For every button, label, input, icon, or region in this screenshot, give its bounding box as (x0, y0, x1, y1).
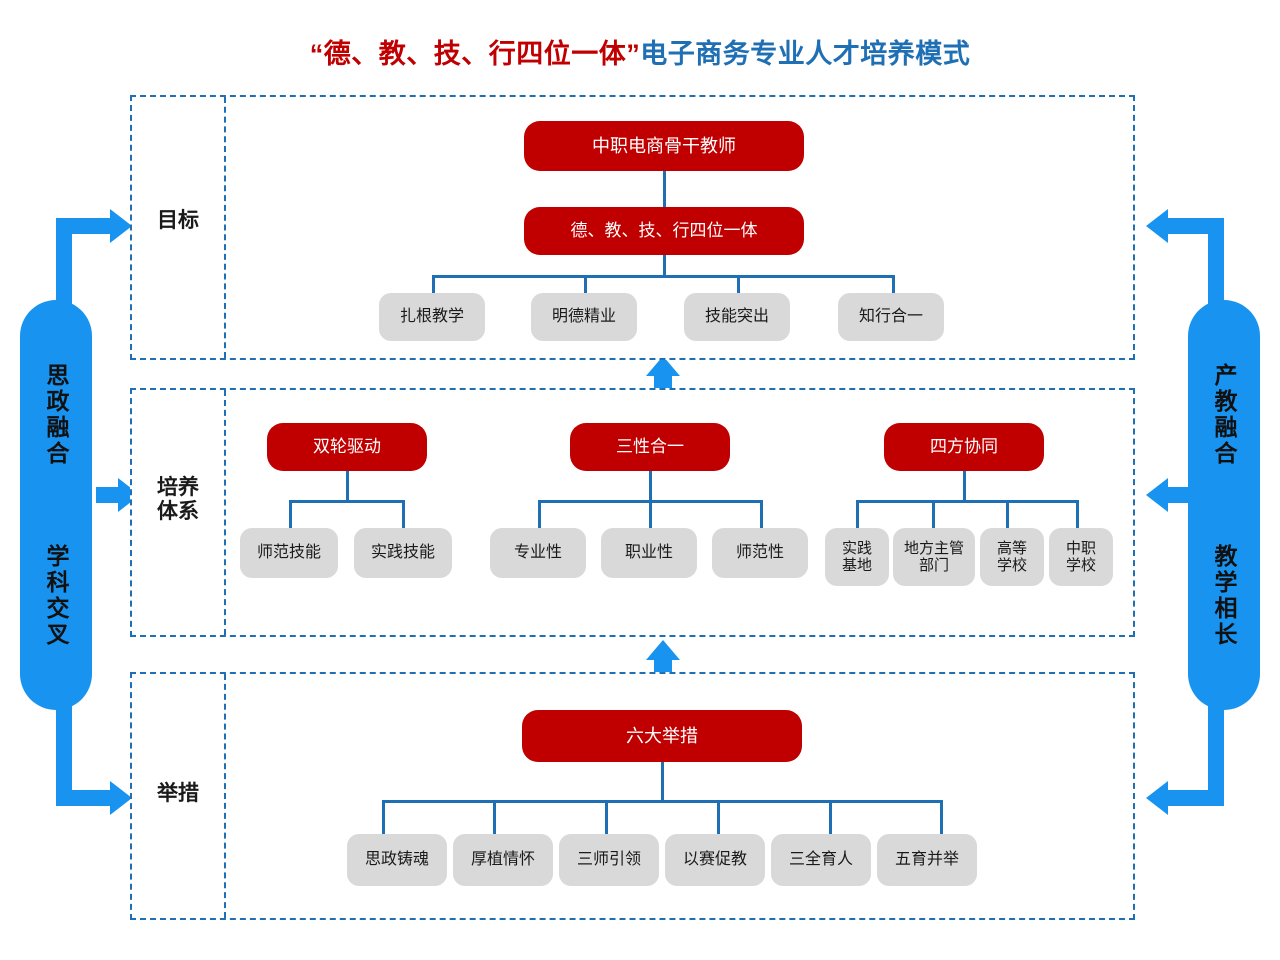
measures-stem (661, 762, 664, 802)
system-b-leaf-2: 职业性 (601, 528, 697, 578)
system-group-c-head: 四方协同 (884, 423, 1044, 471)
page-title-quoted: “德、教、技、行四位一体” (309, 39, 641, 69)
goal-drop-3 (737, 275, 740, 295)
system-a-bus (289, 500, 404, 503)
right-bot-arrowhead (1146, 781, 1168, 815)
measures-drop-6 (940, 800, 943, 838)
side-pill-left: 思政融合 学科交叉 (20, 300, 92, 710)
system-c-drop-1 (856, 500, 859, 530)
goal-leaf-2: 明德精业 (531, 293, 637, 341)
panel2-to-panel1-arrowhead (646, 356, 680, 376)
system-a-leaf-1: 师范技能 (240, 528, 338, 578)
system-c-leaf-1-label: 实践 基地 (841, 539, 872, 574)
right-mid-arrowhead (1146, 478, 1168, 512)
goal-drop-1 (432, 275, 435, 295)
system-b-leaf-1: 专业性 (490, 528, 586, 578)
system-c-leaf-2: 地方主管 部门 (893, 528, 975, 586)
system-c-leaf-3-label: 高等 学校 (996, 539, 1027, 574)
goal-drop-2 (584, 275, 587, 295)
system-c-bus (856, 500, 1078, 503)
system-b-drop-3 (760, 500, 763, 530)
page-title-rest: 电子商务专业人才培养模式 (640, 39, 971, 69)
goal-line-second-to-bus (663, 255, 666, 277)
panel-system-divider (224, 390, 226, 635)
system-b-drop-2 (649, 500, 652, 530)
system-c-drop-2 (932, 500, 935, 530)
system-c-leaf-2-label: 地方主管 部门 (903, 539, 964, 574)
goal-line-root-to-second (663, 171, 666, 207)
system-a-stem (346, 471, 349, 502)
panel-goal-label: 目标 (157, 209, 199, 232)
panel-system-label: 培养 体系 (132, 476, 224, 524)
measures-drop-1 (382, 800, 385, 838)
measures-leaf-5: 三全育人 (771, 834, 871, 886)
system-a-leaf-2: 实践技能 (354, 528, 452, 578)
system-group-b-head: 三性合一 (570, 423, 730, 471)
goal-leaf-4: 知行合一 (838, 293, 944, 341)
panel3-to-panel2-arrowhead (646, 640, 680, 660)
panel-system-label-line2: 体系 (157, 500, 199, 524)
system-b-leaf-3: 师范性 (712, 528, 808, 578)
measures-drop-5 (829, 800, 832, 838)
goal-second-node: 德、教、技、行四位一体 (524, 207, 804, 255)
system-a-drop-2 (402, 500, 405, 530)
measures-leaf-4: 以赛促教 (665, 834, 765, 886)
goal-leaf-3: 技能突出 (684, 293, 790, 341)
right-bot-arrow-arm (1168, 790, 1224, 806)
goal-drop-4 (892, 275, 895, 295)
panel-measures: 举措 六大举措 思政铸魂 厚植情怀 三师引领 以赛促教 三全育人 五育并举 (130, 672, 1135, 920)
system-b-stem (649, 471, 652, 502)
goal-root-node: 中职电商骨干教师 (524, 121, 804, 171)
right-mid-arrow-arm (1168, 487, 1194, 503)
measures-leaf-1: 思政铸魂 (347, 834, 447, 886)
panel-system-label-line1: 培养 (157, 476, 199, 499)
right-bot-arrow-stem (1208, 690, 1224, 806)
page-title: “德、教、技、行四位一体”电子商务专业人才培养模式 (0, 32, 1280, 71)
left-bot-arrow-arm (56, 790, 112, 806)
side-pill-right: 产教融合 教学相长 (1188, 300, 1260, 710)
measures-leaf-6: 五育并举 (877, 834, 977, 886)
system-c-stem (963, 471, 966, 502)
panel-goal-divider (224, 97, 226, 358)
side-pill-right-top-text: 产教融合 (1211, 362, 1237, 467)
measures-drop-4 (717, 800, 720, 838)
side-pill-right-bottom-text: 教学相长 (1211, 543, 1237, 648)
left-top-arrowhead (110, 209, 132, 243)
panel-goal: 目标 中职电商骨干教师 德、教、技、行四位一体 扎根教学 明德精业 技能突出 知… (130, 95, 1135, 360)
left-bot-arrow-stem (56, 690, 72, 806)
right-top-arrowhead (1146, 209, 1168, 243)
system-group-a-head: 双轮驱动 (267, 423, 427, 471)
system-c-leaf-4: 中职 学校 (1049, 528, 1113, 586)
measures-drop-3 (605, 800, 608, 838)
goal-leaf-1: 扎根教学 (379, 293, 485, 341)
side-pill-left-bottom-text: 学科交叉 (43, 543, 69, 648)
panel-system: 培养 体系 双轮驱动 师范技能 实践技能 三性合一 专业性 职业性 师范性 四方… (130, 388, 1135, 637)
side-pill-left-top-text: 思政融合 (43, 362, 69, 467)
measures-drop-2 (493, 800, 496, 838)
left-bot-arrowhead (110, 781, 132, 815)
system-c-drop-4 (1076, 500, 1079, 530)
measures-bus (382, 800, 942, 803)
system-c-leaf-4-label: 中职 学校 (1065, 539, 1096, 574)
system-c-drop-3 (1006, 500, 1009, 530)
left-top-arrow-arm (56, 218, 112, 234)
system-c-leaf-1: 实践 基地 (825, 528, 889, 586)
system-a-drop-1 (289, 500, 292, 530)
system-c-leaf-3: 高等 学校 (980, 528, 1044, 586)
measures-leaf-3: 三师引领 (559, 834, 659, 886)
left-mid-arrow-arm (96, 487, 120, 503)
panel-measures-label: 举措 (157, 782, 199, 805)
system-b-drop-1 (538, 500, 541, 530)
right-top-arrow-arm (1168, 218, 1224, 234)
measures-leaf-2: 厚植情怀 (453, 834, 553, 886)
measures-root-node: 六大举措 (522, 710, 802, 762)
panel-measures-divider (224, 674, 226, 918)
goal-bus-line (432, 275, 894, 278)
